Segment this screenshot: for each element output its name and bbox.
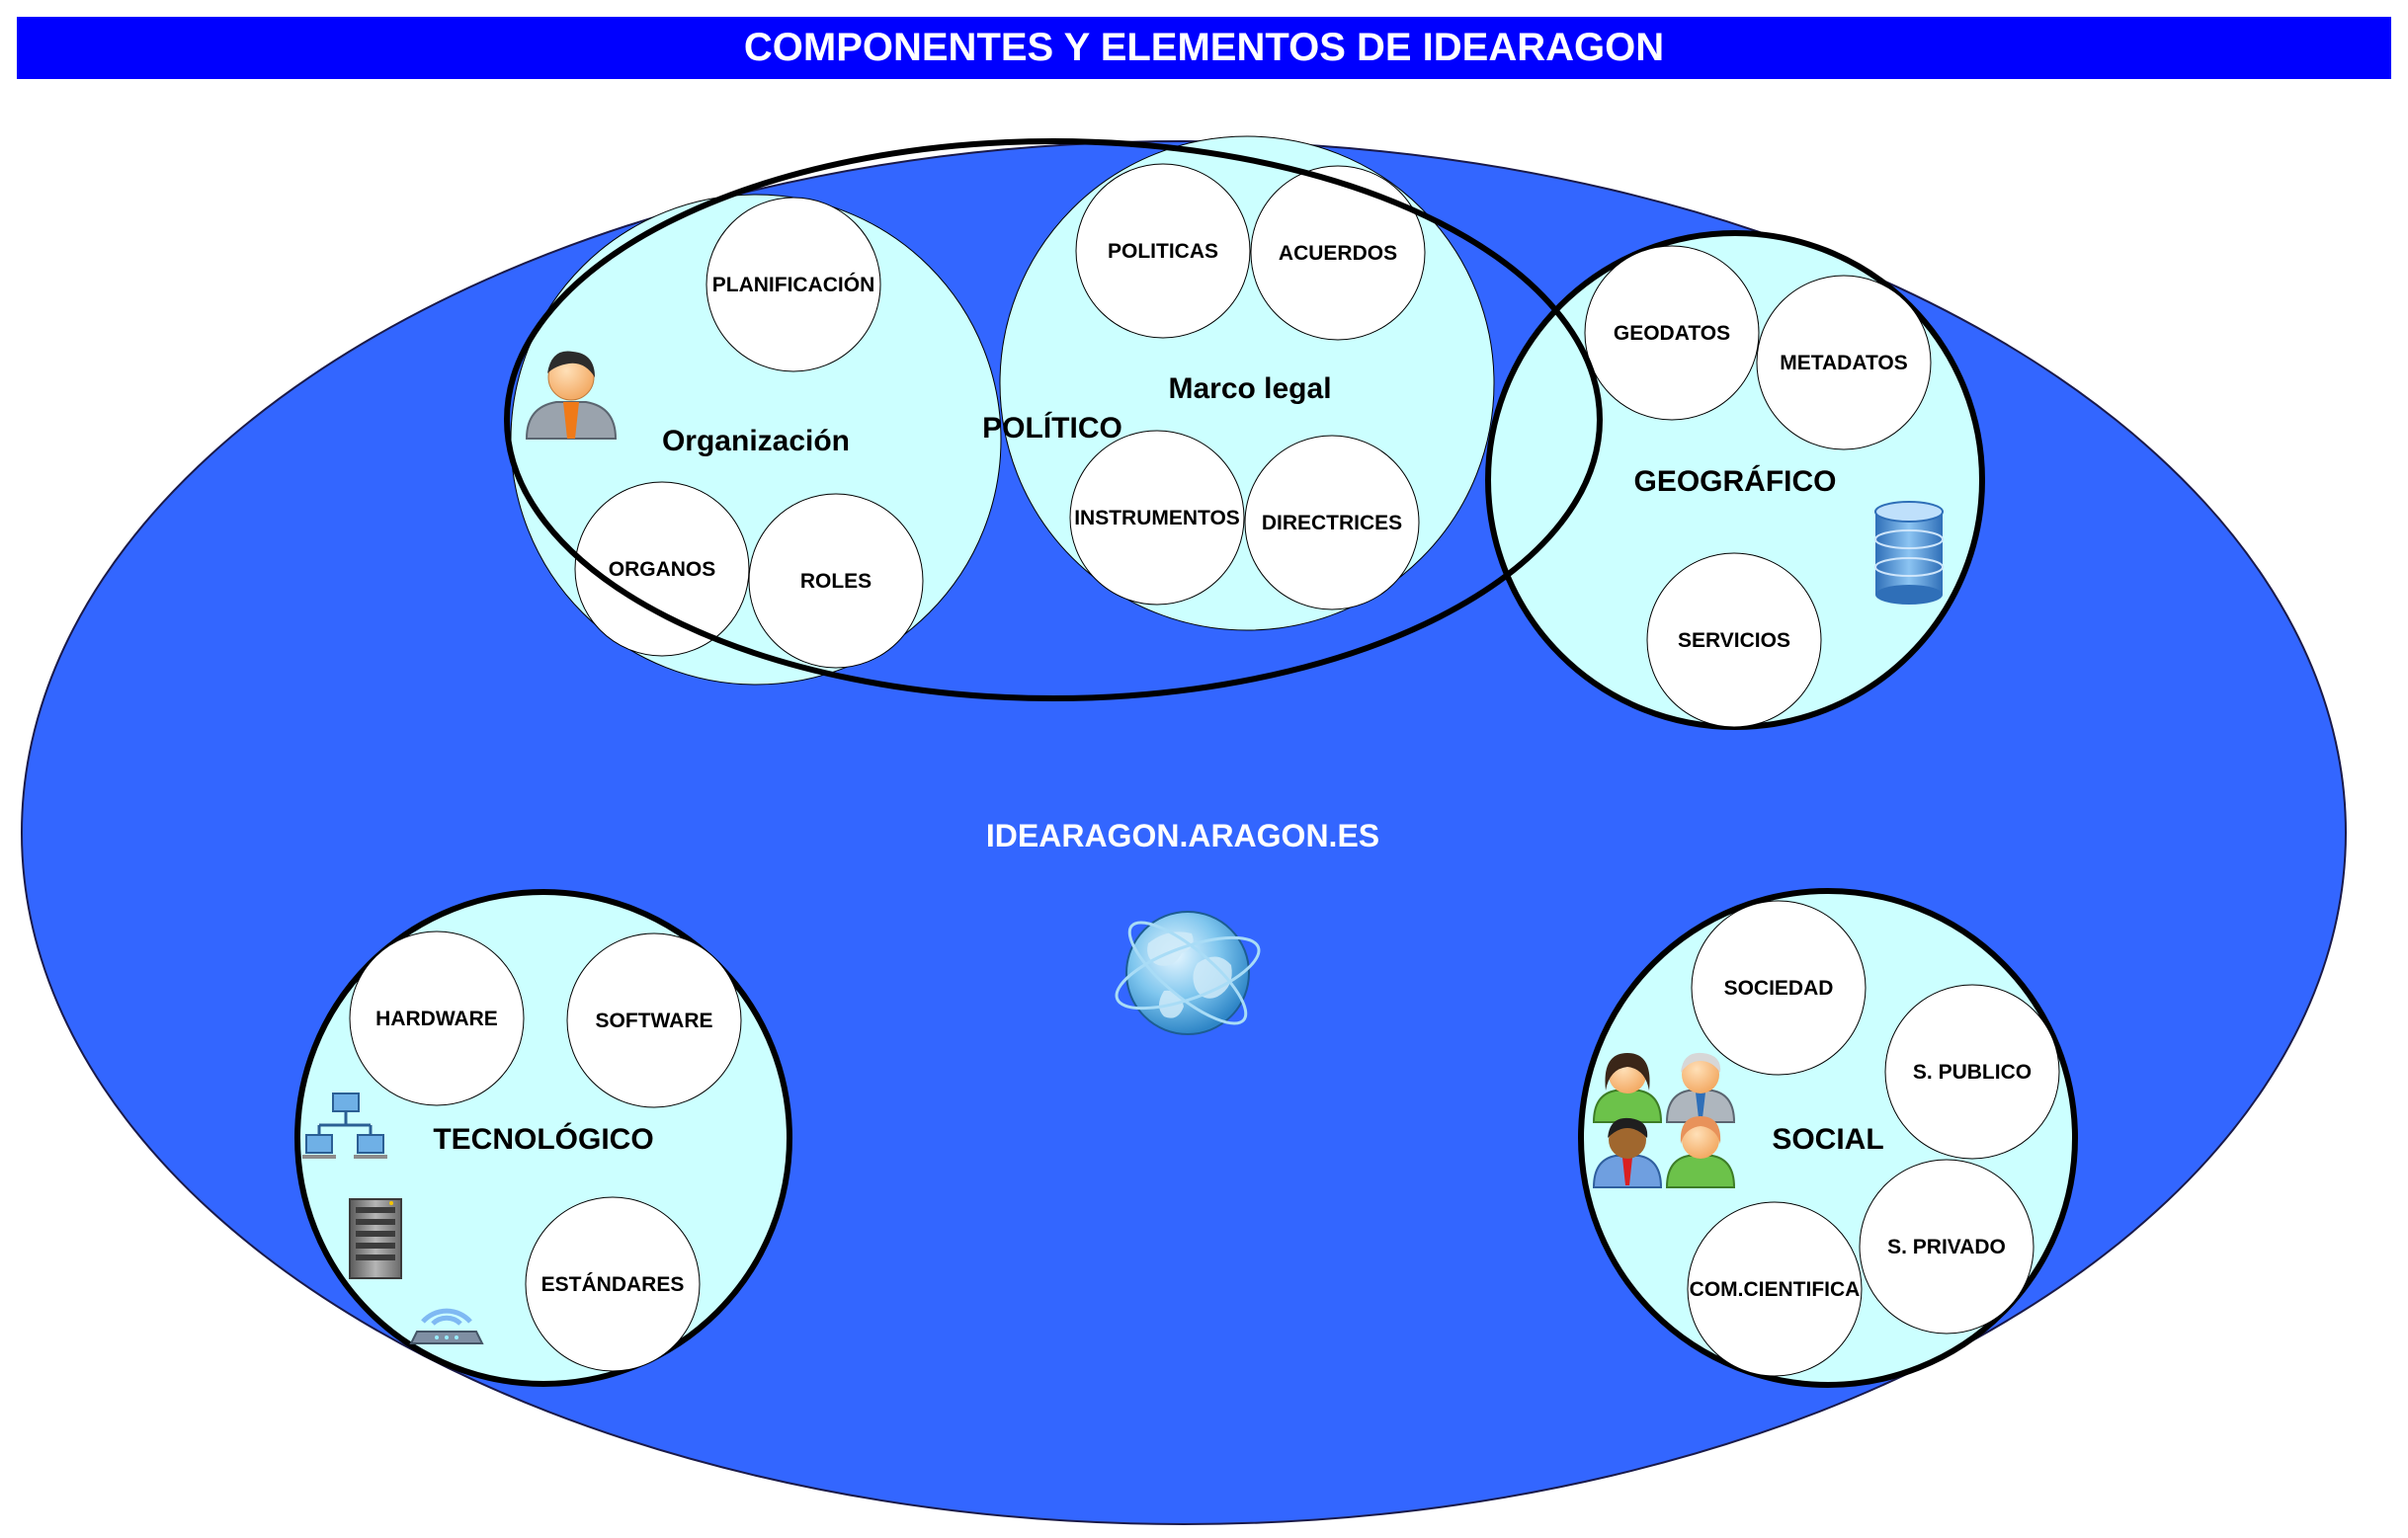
label-instrumentos: INSTRUMENTOS [1074, 507, 1240, 529]
label-metadatos: METADATOS [1780, 352, 1908, 374]
label-organizacion: Organización [662, 425, 850, 457]
label-directrices: DIRECTRICES [1262, 512, 1402, 534]
label-planificacion: PLANIFICACIÓN [712, 273, 875, 296]
label-center-url: IDEARAGON.ARAGON.ES [986, 818, 1379, 853]
network-icon [302, 1093, 387, 1159]
label-s-privado: S. PRIVADO [1887, 1236, 2006, 1258]
label-acuerdos: ACUERDOS [1279, 242, 1397, 265]
person-icon [525, 351, 618, 440]
router-icon [409, 1308, 484, 1344]
label-sociedad: SOCIEDAD [1724, 977, 1834, 1000]
diagram-title: COMPONENTES Y ELEMENTOS DE IDEARAGON [743, 26, 1665, 69]
item-s-publico-circle [1884, 984, 2060, 1160]
item-sociedad-circle [1691, 900, 1867, 1076]
server-icon [349, 1198, 402, 1279]
item-estandares-circle [525, 1196, 701, 1372]
item-s-privado-circle [1859, 1159, 2034, 1335]
label-politicas: POLITICAS [1108, 240, 1218, 263]
item-software-circle [566, 932, 742, 1108]
item-directrices-circle [1244, 435, 1420, 610]
label-tecnologico: TECNOLÓGICO [433, 1122, 653, 1156]
people-group-icon [1592, 1052, 1736, 1188]
item-com-cientifica-circle [1687, 1201, 1863, 1377]
label-social: SOCIAL [1772, 1123, 1883, 1156]
label-marco-legal: Marco legal [1168, 372, 1331, 405]
label-organos: ORGANOS [609, 558, 716, 581]
label-geodatos: GEODATOS [1614, 322, 1730, 345]
item-roles-circle [748, 493, 924, 669]
politico-ellipse [504, 138, 1603, 701]
item-planificacion-circle [706, 197, 881, 372]
item-instrumentos-circle [1069, 430, 1245, 606]
label-com-cientifica: COM.CIENTIFICA [1690, 1278, 1861, 1301]
title-banner: COMPONENTES Y ELEMENTOS DE IDEARAGON [17, 17, 2391, 79]
item-geodatos-circle [1584, 245, 1760, 421]
item-politicas-circle [1075, 163, 1251, 339]
item-servicios-circle [1646, 552, 1822, 728]
label-software: SOFTWARE [596, 1010, 713, 1032]
database-icon [1874, 501, 1944, 605]
label-s-publico: S. PUBLICO [1913, 1061, 2032, 1084]
item-acuerdos-circle [1250, 165, 1426, 341]
globe-icon [1115, 911, 1261, 1035]
label-servicios: SERVICIOS [1678, 629, 1790, 652]
label-roles: ROLES [800, 570, 872, 593]
item-hardware-circle [349, 931, 525, 1106]
label-estandares: ESTÁNDARES [541, 1273, 685, 1296]
item-organos-circle [574, 481, 750, 657]
label-hardware: HARDWARE [375, 1008, 498, 1030]
label-politico: POLÍTICO [982, 411, 1122, 445]
item-metadatos-circle [1756, 275, 1932, 450]
label-geografico: GEOGRÁFICO [1633, 464, 1836, 498]
